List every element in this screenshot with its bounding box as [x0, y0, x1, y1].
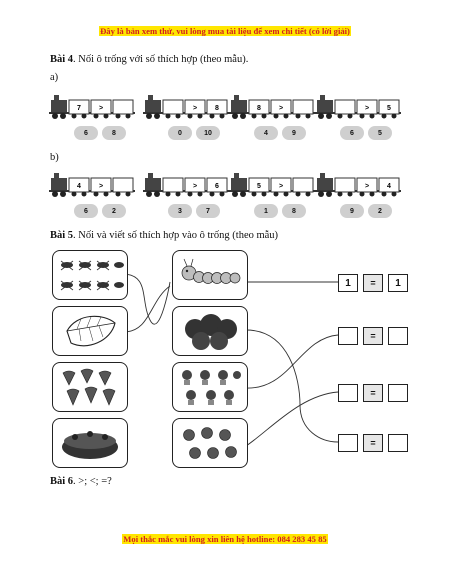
train-icon: >5 — [315, 95, 401, 119]
leaf-card[interactable] — [52, 306, 128, 356]
choice-bubble[interactable]: 1 — [254, 204, 278, 218]
train-number: 7 — [77, 105, 81, 112]
equation-right-box[interactable] — [388, 327, 408, 345]
train-rows_b-2: >6 — [142, 172, 230, 203]
train-number: 5 — [387, 105, 391, 112]
train-number: 4 — [387, 183, 391, 190]
cake-icon — [62, 431, 118, 459]
choice-bubble[interactable]: 4 — [254, 126, 278, 140]
bugs-icon — [60, 260, 124, 291]
equation-sign: = — [363, 384, 383, 402]
train-rows_a-1: 7> — [48, 94, 136, 125]
choice-bubble[interactable]: 5 — [368, 126, 392, 140]
choice-bubble[interactable]: 6 — [74, 126, 98, 140]
part-b-label: b) — [50, 152, 59, 163]
train-rows_b-1: 4> — [48, 172, 136, 203]
train-icon: 8> — [229, 95, 315, 119]
equation-right-box[interactable] — [388, 434, 408, 452]
part-a-label: a) — [50, 72, 59, 83]
apples-card[interactable] — [172, 418, 248, 468]
apples-icon — [183, 427, 237, 459]
choice-bubble[interactable]: 9 — [282, 126, 306, 140]
choice-bubble[interactable]: 6 — [74, 204, 98, 218]
train-rows_b-4: >4 — [314, 172, 402, 203]
equation-sign: = — [363, 434, 383, 452]
train-comparison-sign: > — [99, 183, 103, 190]
train-rows_a-2: >8 — [142, 94, 230, 125]
train-rows_a-3: 8> — [228, 94, 316, 125]
train-icon: 5> — [229, 173, 315, 197]
choice-bubble[interactable]: 2 — [102, 204, 126, 218]
equation-left-box[interactable] — [338, 384, 358, 402]
choice-bubble[interactable]: 0 — [168, 126, 192, 140]
equation-row: = — [338, 434, 408, 452]
equation-sign: = — [363, 327, 383, 345]
strawberries-card[interactable] — [52, 362, 128, 412]
choice-bubble[interactable]: 7 — [196, 204, 220, 218]
train-comparison-sign: > — [99, 105, 103, 112]
train-comparison-sign: > — [193, 105, 197, 112]
train-comparison-sign: > — [279, 105, 283, 112]
equation-row: = — [338, 327, 408, 345]
bugs-card[interactable] — [52, 250, 128, 300]
choice-bubble[interactable]: 9 — [340, 204, 364, 218]
train-icon: 7> — [49, 95, 135, 119]
train-comparison-sign: > — [365, 105, 369, 112]
strawberries-icon — [62, 368, 116, 406]
equation-right-box[interactable] — [388, 384, 408, 402]
train-comparison-sign: > — [365, 183, 369, 190]
choice-bubble[interactable]: 6 — [340, 126, 364, 140]
train-icon: 4> — [49, 173, 135, 197]
train-icon: >4 — [315, 173, 401, 197]
apple-tree-icon — [185, 314, 237, 350]
train-number: 8 — [257, 105, 261, 112]
train-number: 4 — [77, 183, 81, 190]
equation-left-box[interactable] — [338, 434, 358, 452]
train-comparison-sign: > — [279, 183, 283, 190]
caterpillar-card[interactable] — [172, 250, 248, 300]
train-icon: >6 — [143, 173, 229, 197]
train-number: 8 — [215, 105, 219, 112]
exercise-6-title: Bài 6. >; <; =? — [50, 476, 112, 487]
equation-left-box[interactable] — [338, 327, 358, 345]
exercise-4-title: Bài 4. Nối ô trống với số thích hợp (the… — [50, 54, 249, 65]
train-rows_a-4: >5 — [314, 94, 402, 125]
train-icon: >8 — [143, 95, 229, 119]
choice-bubble[interactable]: 3 — [168, 204, 192, 218]
caterpillar-icon — [181, 258, 241, 284]
choice-bubble[interactable]: 8 — [282, 204, 306, 218]
choice-bubble[interactable]: 2 — [368, 204, 392, 218]
choice-bubble[interactable]: 8 — [102, 126, 126, 140]
equation-row: = — [338, 384, 408, 402]
train-number: 5 — [257, 183, 261, 190]
train-rows_b-3: 5> — [228, 172, 316, 203]
apple-tree-card[interactable] — [172, 306, 248, 356]
exercise-5-title: Bài 5. Nối và viết số thích hợp vào ô tr… — [50, 230, 279, 241]
choice-bubble[interactable]: 10 — [196, 126, 220, 140]
cake-card[interactable] — [52, 418, 128, 468]
equation-left-box[interactable]: 1 — [338, 274, 358, 292]
leaf-icon — [66, 315, 116, 347]
flower-pots-icon — [182, 370, 241, 405]
train-number: 6 — [215, 183, 219, 190]
flower-pots-card[interactable] — [172, 362, 248, 412]
preview-banner: Đây là bản xem thử, vui lòng mua tài liệ… — [99, 26, 351, 36]
equation-right-box[interactable]: 1 — [388, 274, 408, 292]
equation-row: 1 = 1 — [338, 274, 408, 292]
train-comparison-sign: > — [193, 183, 197, 190]
equation-sign: = — [363, 274, 383, 292]
hotline-banner: Mọi thắc mắc vui lòng xin liên hệ hotlin… — [122, 534, 328, 544]
